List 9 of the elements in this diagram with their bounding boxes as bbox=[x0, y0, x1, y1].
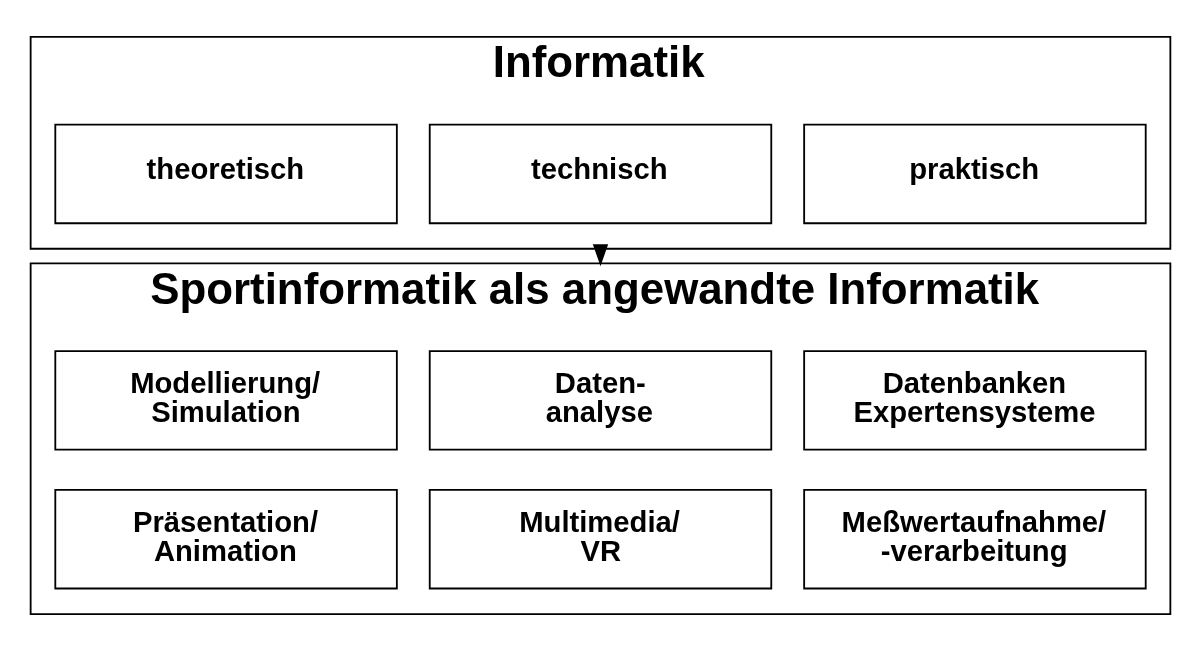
node-box: technisch bbox=[428, 123, 773, 225]
node-box: Datenbanken Expertensysteme bbox=[803, 350, 1147, 451]
node-box: Präsentation/ Animation bbox=[54, 488, 398, 590]
node-box: praktisch bbox=[803, 123, 1147, 225]
node-box: Daten- analyse bbox=[428, 350, 773, 451]
node-box: theoretisch bbox=[54, 123, 398, 225]
node-box: Modellierung/ Simulation bbox=[54, 350, 398, 451]
node-box: Meßwertaufnahme/ -verarbeitung bbox=[803, 488, 1147, 590]
node-box: Multimedia/ VR bbox=[428, 488, 773, 590]
